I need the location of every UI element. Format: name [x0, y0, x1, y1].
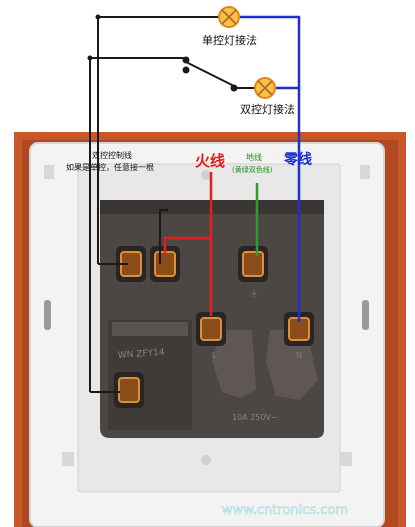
screw-top [201, 170, 211, 180]
wire-switch-blade [185, 61, 235, 87]
pin-label-neutral: N [296, 351, 302, 360]
mount-slot-right [362, 300, 369, 330]
clip-bottom-right [340, 452, 352, 466]
switch-module-ridge [112, 322, 188, 336]
clip-top-left [44, 165, 54, 179]
neutral-recess [266, 330, 318, 400]
switch-contact-2 [182, 66, 190, 74]
terminal-live [196, 312, 226, 346]
watermark-text: www.cntronics.com [222, 503, 348, 518]
terminal-earth [238, 246, 268, 282]
neutral-wire [240, 15, 301, 322]
label-control-line: 双控控制线 [92, 150, 132, 160]
switch-contact-1 [182, 56, 190, 64]
junction-dot-switch-a [87, 55, 93, 61]
control-wires [89, 16, 254, 393]
pin-label-live: L [212, 351, 217, 360]
switch-pivot [230, 84, 238, 92]
terminal-neutral [284, 312, 314, 346]
junction-dot-top [95, 14, 101, 20]
label-control-line-note: 如果是单控，任意接一根 [66, 162, 154, 172]
live-jumper [163, 236, 211, 256]
lamp-double-icon [254, 77, 276, 99]
screw-bottom [201, 455, 211, 465]
wire-switch-arm-b [159, 209, 168, 264]
socket-rating-text: 10A 250V~ [232, 413, 278, 422]
mount-slot-left [44, 300, 51, 330]
label-single-control: 单控灯接法 [202, 33, 257, 47]
socket-model-text: WN ZFY14 [118, 348, 166, 361]
pin-label-earth: ⏚ [250, 289, 258, 298]
label-fire-line: 火线 [195, 152, 225, 170]
label-ground-line-note: (黄绿双色线) [232, 165, 273, 174]
lamp-single-icon [218, 6, 240, 28]
label-neutral-line: 零线 [283, 151, 312, 168]
label-double-control: 双控灯接法 [240, 102, 295, 116]
clip-top-right [360, 165, 370, 179]
label-ground-line: 地线 [246, 152, 262, 162]
clip-bottom-left [62, 452, 74, 466]
terminal-switch-common [114, 372, 144, 408]
earth-recess [212, 330, 256, 398]
